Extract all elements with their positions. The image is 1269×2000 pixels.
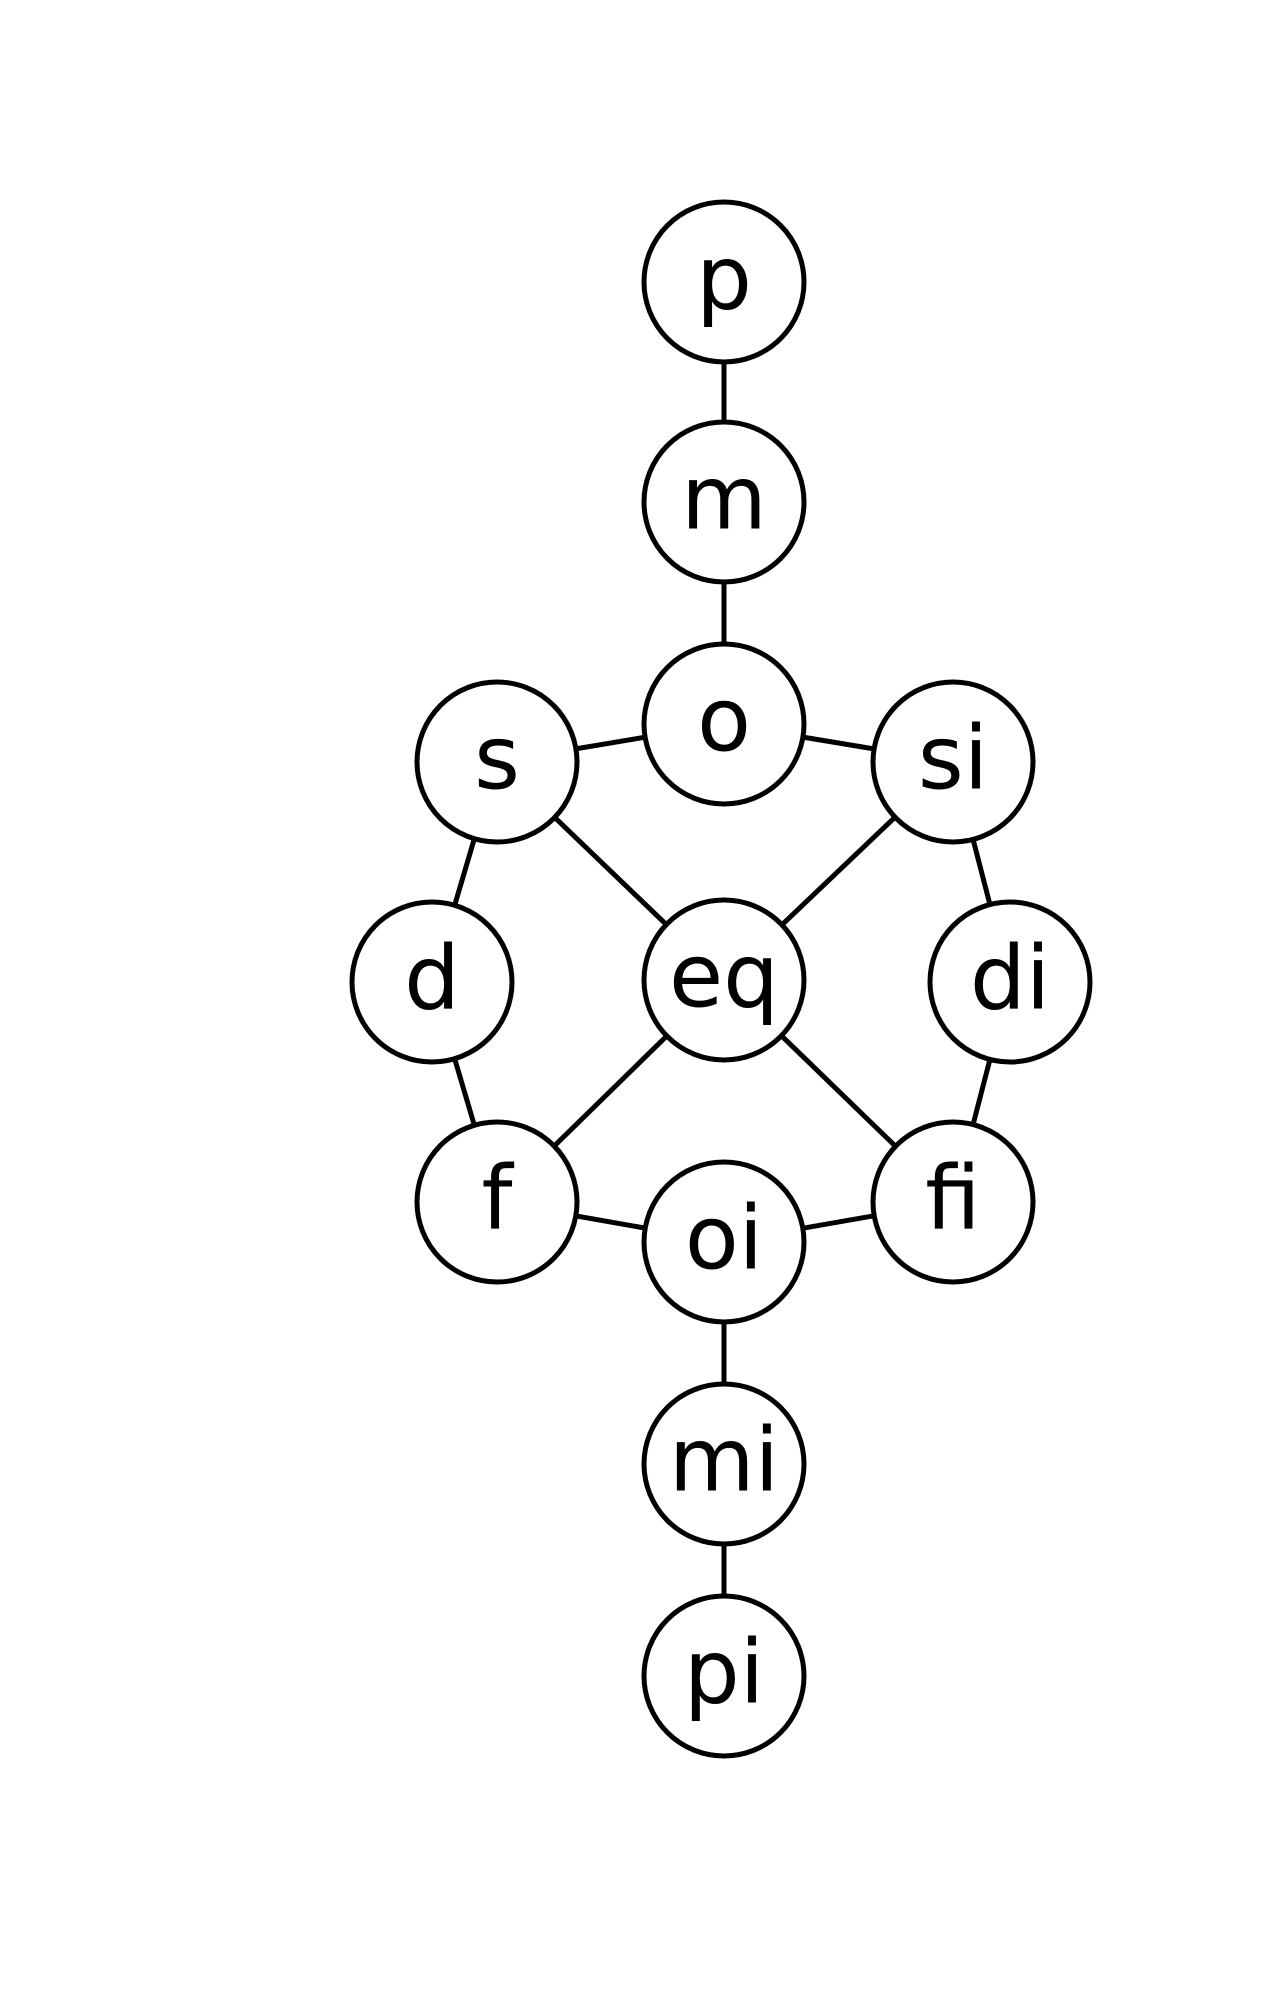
node-circle-o	[641, 641, 807, 807]
node-s: s	[414, 679, 580, 845]
node-circle-pi	[641, 1593, 807, 1759]
node-label-f: f	[482, 1147, 515, 1250]
node-circle-di	[927, 899, 1093, 1065]
node-pi: pi	[641, 1593, 807, 1759]
node-label-s: s	[474, 707, 520, 810]
node-o: o	[641, 641, 807, 807]
node-p: p	[641, 199, 807, 365]
node-mi: mi	[641, 1381, 807, 1547]
node-label-oi: oi	[685, 1187, 763, 1290]
node-label-m: m	[681, 447, 767, 550]
node-label-eq: eq	[669, 925, 779, 1028]
node-label-si: si	[918, 707, 988, 810]
nodes-layer: p m o s si d eq di f oi fi mi pi	[349, 199, 1093, 1759]
node-circle-d	[349, 899, 515, 1065]
node-si: si	[870, 679, 1036, 845]
node-label-di: di	[970, 927, 1050, 1030]
node-f: f	[414, 1119, 580, 1285]
node-label-pi: pi	[684, 1621, 764, 1724]
node-oi: oi	[641, 1159, 807, 1325]
node-di: di	[927, 899, 1093, 1065]
node-d: d	[349, 899, 515, 1065]
node-circle-fi	[870, 1119, 1036, 1285]
node-circle-eq	[641, 897, 807, 1063]
node-circle-oi	[641, 1159, 807, 1325]
node-label-o: o	[697, 669, 751, 772]
node-label-fi: fi	[925, 1147, 980, 1250]
node-label-d: d	[404, 927, 460, 1030]
node-circle-p	[641, 199, 807, 365]
node-fi: fi	[870, 1119, 1036, 1285]
node-circle-f	[414, 1119, 580, 1285]
node-label-p: p	[696, 227, 752, 330]
node-eq: eq	[641, 897, 807, 1063]
node-label-mi: mi	[669, 1409, 779, 1512]
node-circle-mi	[641, 1381, 807, 1547]
node-circle-s	[414, 679, 580, 845]
node-m: m	[641, 419, 807, 585]
node-circle-si	[870, 679, 1036, 845]
node-circle-m	[641, 419, 807, 585]
